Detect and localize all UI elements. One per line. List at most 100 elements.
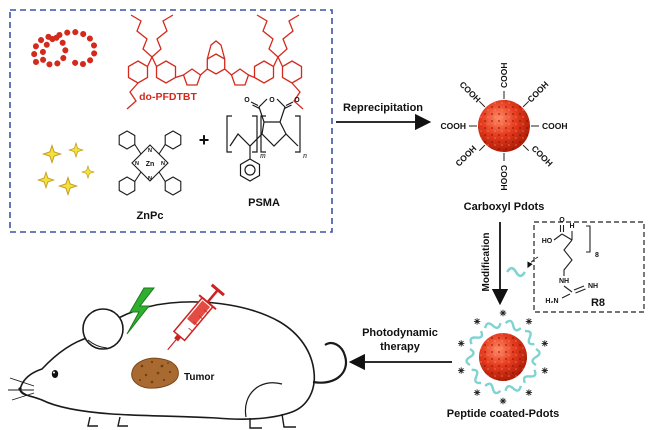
sparkle-icon [457, 366, 465, 375]
benzo-ring [118, 130, 136, 150]
alkyl-chain [277, 14, 300, 58]
sparkle-icon [499, 397, 507, 405]
photodynamic-label-line1: Photodynamic [362, 327, 438, 339]
mouse-tail [312, 341, 348, 384]
bond [279, 121, 287, 135]
pfdtbt-ring [155, 60, 177, 84]
singlet-oxygen-stars [37, 142, 95, 195]
pfdtbt-ring [253, 60, 275, 84]
cooh-label: COOH [441, 121, 467, 131]
r8-pointer-arrow [527, 256, 539, 269]
h2n-atom-label: H₂N [545, 298, 558, 305]
reprecipitation-label: Reprecipitation [343, 102, 423, 114]
tumor-speckles [139, 360, 172, 384]
bond [134, 144, 142, 155]
benzo-ring [164, 130, 182, 150]
tumor: Tumor [131, 357, 214, 389]
peptide-squiggle [467, 327, 486, 348]
pdot-sphere-texture [478, 100, 530, 152]
bracket [260, 115, 266, 153]
star-icon [43, 145, 61, 163]
sparkle-icon [473, 317, 481, 326]
subscript-m: m [260, 151, 266, 160]
hind-leg-contour [244, 382, 283, 418]
ho-atom-label: HO [542, 238, 553, 245]
subscript-n: n [303, 151, 307, 160]
star-icon [81, 165, 95, 179]
double-bond [284, 104, 292, 110]
bond [158, 144, 166, 155]
cooh-label: COOH [458, 79, 483, 104]
peptide-squiggle [482, 381, 503, 396]
n-atom-label: N [148, 148, 152, 154]
laser-bolt-icon [126, 287, 156, 335]
sparkle-icon [525, 317, 533, 326]
syringe-plunger-rod [206, 289, 219, 304]
benzothiadiazole-ring [206, 53, 226, 75]
mouse-illustration: Tumor [8, 283, 348, 429]
peptide-squiggle [503, 318, 524, 333]
star-icon [37, 171, 55, 189]
bond [200, 68, 208, 76]
h-atom-label: H [569, 223, 574, 230]
sparkle-icon [541, 366, 549, 375]
syringe-nozzle [174, 334, 182, 342]
r8-box: HO O H 8 NH NH H₂N R8 [533, 217, 645, 313]
r8-box-border [533, 221, 645, 313]
sparkle-icon [525, 388, 533, 397]
carboxyl-pdots: COOH COOH COOH COOH COOH COOH COOH COOH … [441, 63, 568, 214]
znpc-label: ZnPc [137, 210, 164, 222]
benzo-ring [118, 176, 136, 196]
cooh-label: COOH [499, 63, 509, 89]
n-atom-label: N [135, 161, 139, 167]
reagents-box-border [9, 9, 333, 233]
aromatic-circle [244, 164, 256, 176]
znpc-structure [118, 130, 182, 196]
r8-structure [553, 225, 591, 299]
cooh-label: COOH [530, 143, 555, 168]
alkyl-chain [256, 14, 279, 58]
o-atom-label: O [294, 97, 300, 104]
anhydride-ring [258, 98, 286, 123]
cooh-spikes [469, 91, 539, 161]
mouse-whiskers [8, 377, 35, 401]
peptide-squiggle [531, 347, 541, 367]
bracket [252, 115, 258, 153]
peptide-squiggle [482, 318, 503, 333]
nh-atom-label: NH [559, 278, 569, 285]
pfdtbt-bridge [146, 55, 158, 67]
alkyl-chain [151, 14, 174, 58]
alkoxy-chain [291, 82, 304, 110]
modification-step: Modification [481, 222, 539, 306]
sparkle-icon [499, 309, 507, 317]
cooh-label: COOH [499, 165, 509, 191]
nh-atom-label: NH [588, 283, 598, 290]
pfdtbt-ring [127, 60, 149, 84]
star-icon [59, 177, 77, 195]
double-bond [285, 101, 294, 107]
double-bond [250, 101, 259, 107]
star-icon [68, 142, 84, 158]
alkyl-chain [130, 14, 153, 58]
bond [248, 74, 255, 79]
peptide-squiggle [520, 366, 539, 387]
eye-highlight [53, 371, 55, 374]
plus-sign: + [199, 130, 210, 150]
thiophene-ring [182, 68, 202, 86]
r8-caption: R8 [591, 297, 605, 309]
syringe-scale-ticks [188, 309, 209, 332]
zn-atom-label: Zn [146, 161, 155, 168]
double-bond [252, 104, 260, 110]
syringe [167, 283, 225, 351]
peptide-squiggle [467, 366, 486, 387]
mouse-legs [87, 413, 296, 429]
tumor-blob [131, 357, 179, 389]
psma-structure [226, 98, 301, 182]
thiadiazole-ring [206, 40, 226, 60]
syringe-flange [198, 294, 217, 311]
ear-fold [87, 339, 108, 349]
peptide-squiggle [503, 381, 524, 396]
n-atom-label: N [161, 161, 165, 167]
pfdtbt-bridge [272, 55, 284, 67]
